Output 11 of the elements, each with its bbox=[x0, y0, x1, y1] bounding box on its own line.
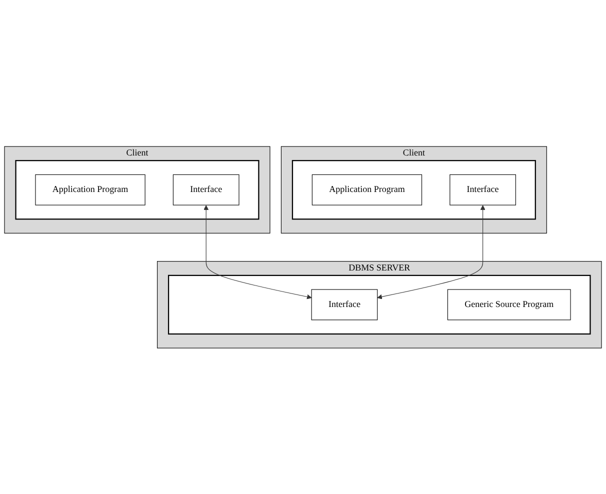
cluster bbox=[292, 160, 536, 220]
cluster bbox=[168, 274, 591, 334]
node-box: Application Program bbox=[35, 174, 146, 206]
node-box: Interface bbox=[450, 174, 516, 206]
cluster bbox=[15, 160, 260, 220]
arrow bbox=[204, 204, 312, 299]
node-box: Application Program bbox=[312, 174, 422, 206]
node-box: Generic Source Program bbox=[447, 288, 571, 320]
arrow bbox=[377, 204, 486, 299]
node-box: Interface bbox=[172, 174, 240, 206]
node-box: Interface bbox=[311, 288, 378, 320]
